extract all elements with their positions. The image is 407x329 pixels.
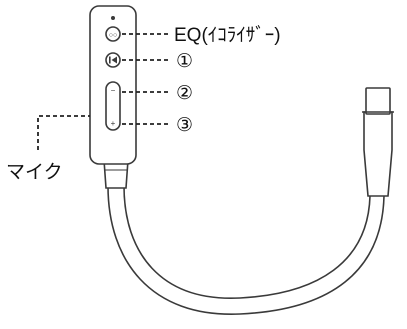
cable — [107, 185, 385, 315]
eq-icon: ○○ — [109, 32, 117, 39]
skip-back-icon — [109, 56, 117, 64]
mic-leader — [37, 115, 90, 150]
label-three: ③ — [176, 115, 193, 136]
label-two: ② — [176, 83, 193, 104]
label-mic: マイク — [6, 161, 63, 183]
mic-hole — [111, 16, 115, 20]
volume-plus-icon: + — [111, 119, 116, 128]
skip-button[interactable] — [105, 52, 121, 68]
label-eq: EQ(ｲｺﾗｲｻﾞｰ) — [174, 24, 281, 46]
volume-rocker[interactable]: − + — [105, 81, 121, 131]
lightning-connector — [362, 87, 394, 197]
eq-button[interactable]: ○○ — [105, 26, 121, 42]
volume-minus-icon: − — [111, 86, 116, 95]
label-one: ① — [176, 51, 193, 72]
